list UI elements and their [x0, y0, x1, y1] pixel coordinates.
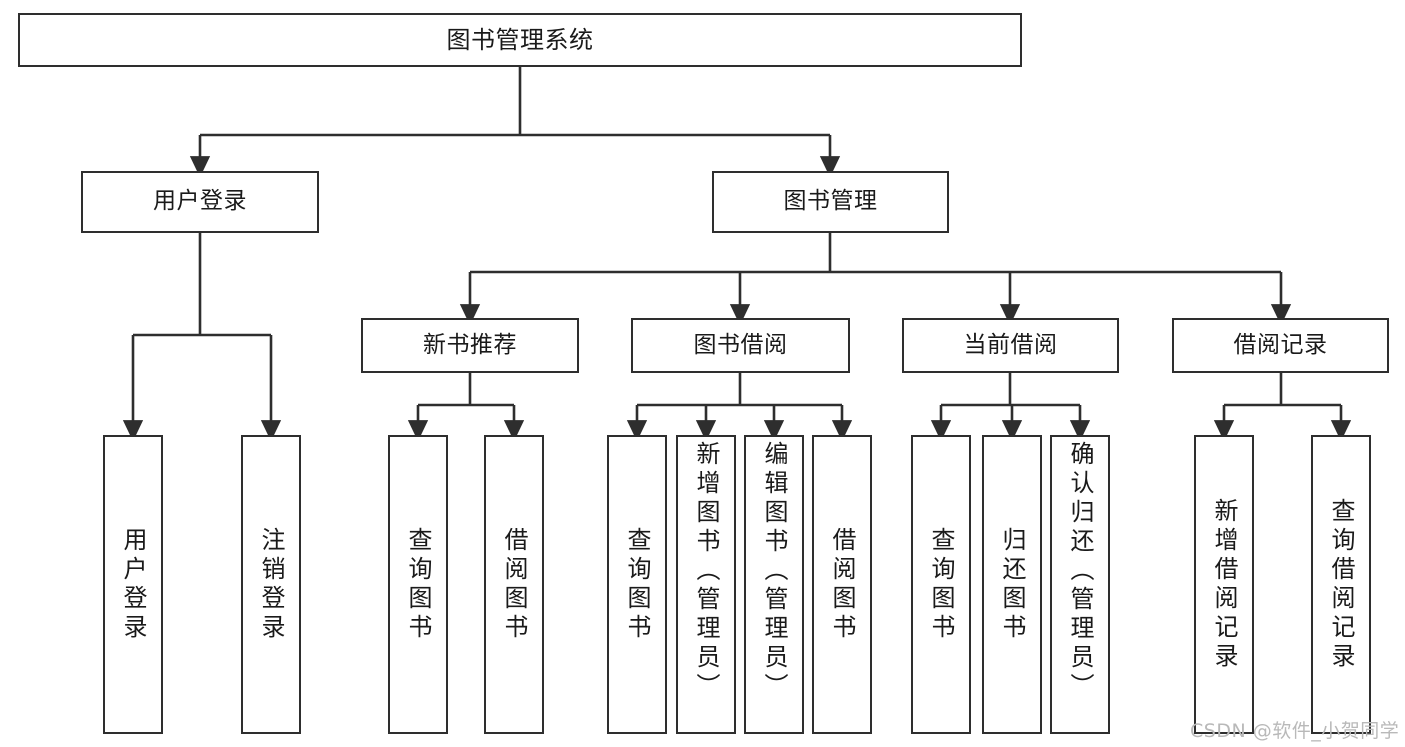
- node-leaf-current-return-book[interactable]: 归还图书: [982, 435, 1042, 734]
- node-label: 借阅记录: [1233, 331, 1328, 358]
- node-root[interactable]: 图书管理系统: [18, 13, 1022, 67]
- node-label: 借阅图书: [500, 526, 528, 643]
- node-leaf-borrow-query-book[interactable]: 查询图书: [607, 435, 667, 734]
- node-leaf-record-query[interactable]: 查询借阅记录: [1311, 435, 1371, 734]
- node-label: 查询图书: [404, 526, 432, 643]
- node-leaf-user-login[interactable]: 用户登录: [103, 435, 163, 734]
- node-label: 注销登录: [257, 526, 285, 643]
- node-label: 新增借阅记录: [1210, 497, 1238, 672]
- node-label: 新增图书（管理员）: [692, 441, 720, 702]
- node-label: 图书借阅: [693, 331, 788, 358]
- node-label: 新书推荐: [423, 331, 517, 358]
- node-label: 借阅图书: [828, 526, 856, 643]
- node-label: 用户登录: [119, 526, 147, 643]
- node-leaf-borrow-edit-book[interactable]: 编辑图书（管理员）: [744, 435, 804, 734]
- node-label: 图书管理: [783, 188, 878, 215]
- node-label: 查询借阅记录: [1327, 497, 1355, 672]
- node-leaf-record-add[interactable]: 新增借阅记录: [1194, 435, 1254, 734]
- node-leaf-user-logout[interactable]: 注销登录: [241, 435, 301, 734]
- node-label: 图书管理系统: [446, 25, 594, 54]
- node-label: 归还图书: [998, 526, 1026, 643]
- node-leaf-borrow-do-borrow[interactable]: 借阅图书: [812, 435, 872, 734]
- node-borrow-record[interactable]: 借阅记录: [1172, 318, 1389, 373]
- node-label: 查询图书: [927, 526, 955, 643]
- node-label: 用户登录: [153, 188, 247, 215]
- node-leaf-current-confirm-return[interactable]: 确认归还（管理员）: [1050, 435, 1110, 734]
- node-leaf-current-query-book[interactable]: 查询图书: [911, 435, 971, 734]
- node-book-manage[interactable]: 图书管理: [712, 171, 949, 233]
- node-label: 当前借阅: [963, 331, 1058, 358]
- node-leaf-recommend-borrow-book[interactable]: 借阅图书: [484, 435, 544, 734]
- node-current-borrow[interactable]: 当前借阅: [902, 318, 1119, 373]
- node-new-book-recommend[interactable]: 新书推荐: [361, 318, 579, 373]
- node-leaf-recommend-query-book[interactable]: 查询图书: [388, 435, 448, 734]
- node-label: 确认归还（管理员）: [1066, 441, 1094, 702]
- node-leaf-borrow-add-book[interactable]: 新增图书（管理员）: [676, 435, 736, 734]
- watermark: CSDN @软件_小贺同学: [1190, 720, 1400, 742]
- node-user-login[interactable]: 用户登录: [81, 171, 319, 233]
- node-book-borrow[interactable]: 图书借阅: [631, 318, 850, 373]
- node-label: 查询图书: [623, 526, 651, 643]
- node-label: 编辑图书（管理员）: [760, 441, 788, 702]
